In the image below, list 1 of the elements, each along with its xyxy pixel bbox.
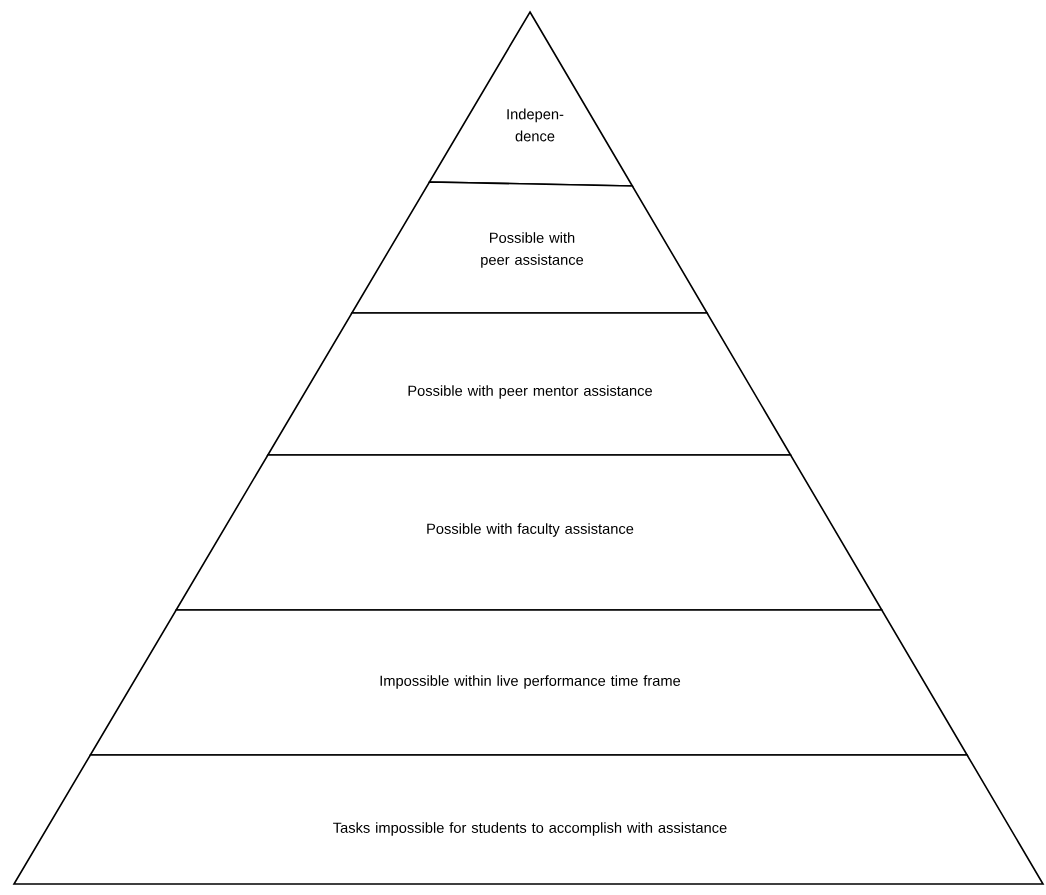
node-label: Tasks impossible for students to accomplish with assistance <box>333 822 727 836</box>
